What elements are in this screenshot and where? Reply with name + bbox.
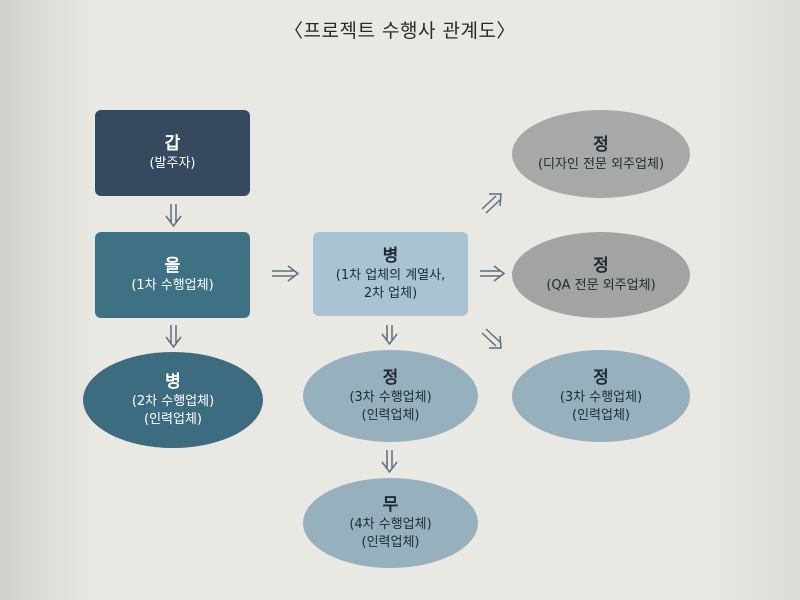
node-byeong-mid-sub-1: (1차 업체의 계열사, [335,268,446,283]
node-jeong-qa-sub: (QA 전문 외주업체) [546,278,656,293]
node-jeong-mid-sub-1: (3차 수행업체) [349,390,432,405]
node-mu-sub-2: (인력업체) [361,535,420,550]
node-jeong-qa-head: 정 [593,256,609,276]
arrow-eul-to-byeong-mid [272,265,300,282]
node-eul-sub: (1차 수행업체) [131,278,214,293]
diagram-title: 〈프로젝트 수행사 관계도〉 [284,20,516,42]
node-byeong-left-sub-2: (인력업체) [144,412,202,427]
node-gap: 갑 (발주자) [95,110,250,196]
node-jeong-right-head: 정 [593,368,609,388]
arrow-byeong-mid-to-jeong-right [481,328,502,349]
node-jeong-mid: 정 (3차 수행업체) (인력업체) [303,350,478,442]
node-mu-sub-1: (4차 수행업체) [349,517,432,532]
arrow-byeong-mid-to-jeong-mid [381,325,398,346]
node-mu-head: 무 [382,495,399,515]
node-jeong-right-sub-1: (3차 수행업체) [559,390,643,405]
node-mu: 무 (4차 수행업체) (인력업체) [303,478,478,568]
node-jeong-right: 정 (3차 수행업체) (인력업체) [512,350,690,442]
node-jeong-design-sub: (디자인 전문 외주업체) [537,157,665,172]
arrow-gap-to-eul [165,204,182,228]
node-byeong-left: 병 (2차 수행업체) (인력업체) [83,352,263,448]
node-byeong-left-head: 병 [165,372,181,392]
node-eul: 을 (1차 수행업체) [95,232,250,318]
arrow-eul-to-byeong-left [165,325,182,349]
node-byeong-mid: 병 (1차 업체의 계열사, 2차 업체) [313,232,468,316]
arrow-jeong-mid-to-mu [381,450,398,474]
node-gap-sub: (발주자) [149,156,196,171]
node-jeong-qa: 정 (QA 전문 외주업체) [512,232,690,318]
node-jeong-design: 정 (디자인 전문 외주업체) [512,110,690,198]
node-jeong-right-sub-2: (인력업체) [572,408,630,423]
arrow-byeong-mid-to-jeong-design [481,193,502,214]
node-eul-head: 을 [164,256,181,276]
arrow-byeong-mid-to-jeong-qa [480,265,506,282]
node-jeong-mid-head: 정 [382,368,399,388]
node-gap-head: 갑 [164,134,181,154]
node-jeong-design-head: 정 [593,135,609,155]
node-byeong-mid-head: 병 [382,246,399,266]
node-byeong-mid-sub-2: 2차 업체) [363,286,418,301]
node-byeong-left-sub-1: (2차 수행업체) [131,394,215,409]
node-jeong-mid-sub-2: (인력업체) [361,408,420,423]
